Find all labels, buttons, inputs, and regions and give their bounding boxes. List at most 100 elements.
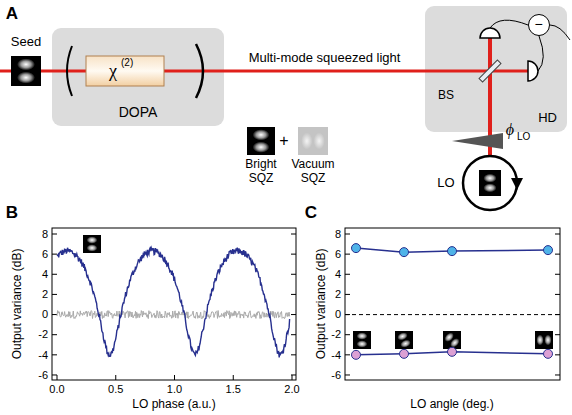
mode-background <box>11 56 41 86</box>
tick-mark <box>555 374 560 375</box>
tick-mark <box>292 375 293 380</box>
photodetector <box>480 28 500 38</box>
tick-label: 0 <box>335 308 341 321</box>
mode-image <box>353 331 371 349</box>
mode-image <box>247 127 275 155</box>
edge-label: Multi-mode squeezed light <box>249 51 401 66</box>
rotation-arrowhead <box>511 178 523 190</box>
panel-letter: B <box>6 203 18 223</box>
mode-image <box>83 235 101 253</box>
tick-mark <box>555 294 560 295</box>
tick-label: -4 <box>331 349 341 362</box>
tick-label: 2 <box>335 288 341 301</box>
data-point <box>352 244 361 253</box>
axis-title: Output variance (dB) <box>11 249 25 360</box>
tick-label: 0 <box>42 308 48 321</box>
mode-background <box>353 331 371 349</box>
tick-mark <box>291 354 296 355</box>
laser-beam <box>425 70 528 73</box>
tick-mark <box>57 375 58 380</box>
mode-lobes <box>87 236 98 251</box>
variance-trace <box>57 248 290 358</box>
mode-lobes <box>253 129 270 153</box>
tick-mark <box>291 254 296 255</box>
tick-mark <box>345 274 350 275</box>
tick-mark <box>555 274 560 275</box>
mode-label: Vacuum SQZ <box>286 158 340 186</box>
zero-line <box>345 314 560 315</box>
mode-lobe <box>17 72 35 84</box>
data-point <box>400 349 409 358</box>
tick-mark <box>345 234 350 235</box>
tick-mark <box>174 375 175 380</box>
mode-lobe <box>536 335 543 346</box>
signal-wire <box>490 20 528 28</box>
tick-label: 1.5 <box>226 383 241 396</box>
mode-lobe <box>399 338 412 349</box>
tick-mark <box>52 274 57 275</box>
tick-label: 2.0 <box>284 383 299 396</box>
tick-mark <box>345 314 350 315</box>
tick-mark <box>345 334 350 335</box>
tick-mark <box>345 354 350 355</box>
data-point <box>352 350 361 359</box>
tick-label: 0.5 <box>108 383 123 396</box>
tick-label: -4 <box>38 349 48 362</box>
signal-wire <box>538 36 543 71</box>
mode-background <box>298 127 328 155</box>
rotation-circle <box>463 156 517 210</box>
tick-mark <box>291 274 296 275</box>
tick-label: -6 <box>331 369 341 382</box>
data-point <box>544 246 553 255</box>
tick-label: -2 <box>38 328 48 341</box>
component-label: BS <box>438 89 454 103</box>
panel-letter: A <box>6 4 18 24</box>
tick-mark <box>52 314 57 315</box>
mode-lobe <box>544 335 551 346</box>
nonlinear-crystal <box>86 56 164 86</box>
plot-frame <box>52 228 296 380</box>
tick-label: 2 <box>42 288 48 301</box>
tick-mark <box>291 294 296 295</box>
panel-letter: C <box>305 203 317 223</box>
tick-mark <box>52 374 57 375</box>
mode-lobes <box>396 331 412 349</box>
mode-lobe <box>87 236 98 243</box>
tick-mark <box>555 334 560 335</box>
mode-background <box>479 170 501 196</box>
tick-mark <box>555 254 560 255</box>
tick-mark <box>345 294 350 295</box>
mode-lobe <box>357 340 368 347</box>
mode-lobes <box>443 331 461 349</box>
mode-background <box>535 331 553 349</box>
mode-lobes <box>301 133 325 150</box>
output-mirror <box>196 44 203 98</box>
tick-mark <box>345 374 350 375</box>
tick-mark <box>555 314 560 315</box>
mode-background <box>443 331 461 349</box>
tick-label: 8 <box>335 228 341 241</box>
phase-symbol: ϕ <box>506 121 514 139</box>
mode-image <box>479 170 501 196</box>
node-text: DOPA <box>119 104 158 120</box>
data-point <box>400 248 409 257</box>
tick-label: 4 <box>42 268 48 281</box>
output-wire <box>550 25 570 40</box>
axis-title: LO phase (a.u.) <box>132 398 215 412</box>
vacuum-trace <box>57 311 290 319</box>
homodyne-box: HD− <box>425 6 567 132</box>
mode-lobe <box>17 58 35 70</box>
phase-subscript: LO <box>517 131 530 143</box>
tick-mark <box>52 334 57 335</box>
tick-mark <box>345 254 350 255</box>
mode-lobe <box>357 332 368 339</box>
beam-connector <box>224 70 425 73</box>
tick-label: -2 <box>331 328 341 341</box>
tick-mark <box>52 234 57 235</box>
mode-image <box>298 127 328 155</box>
dopa-box: DOPA <box>52 28 224 126</box>
crystal-symbol: χ <box>109 61 117 82</box>
tick-mark <box>115 375 116 380</box>
mode-lobe <box>483 183 496 192</box>
mode-lobes <box>483 174 496 192</box>
